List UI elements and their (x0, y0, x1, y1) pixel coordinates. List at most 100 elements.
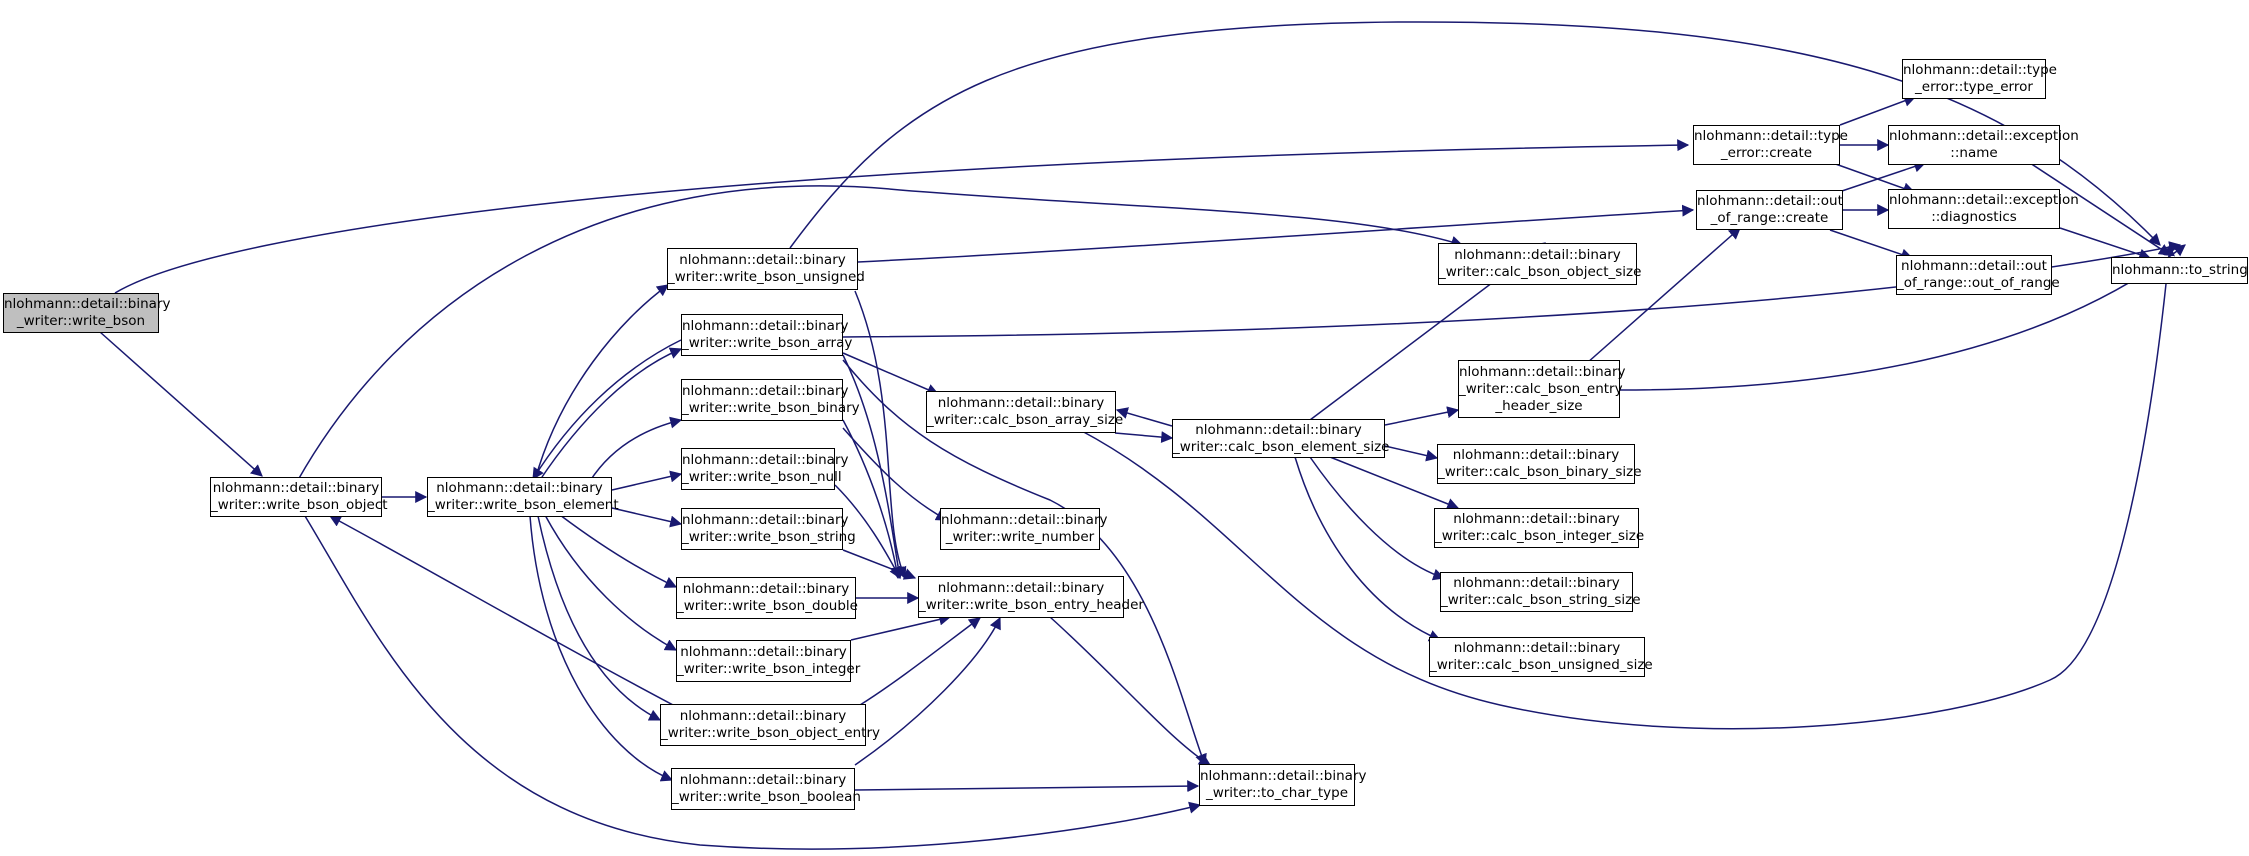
node-label: nlohmann::detail::type (1694, 128, 1848, 144)
edge-exception-diagnostics-to-to-string (2059, 227, 2152, 261)
node-label: _of_range::out_of_range (1897, 275, 2060, 291)
edge-write-bson-boolean-to-write-bson-entry-header (854, 616, 1001, 766)
edge-calc-bson-element-size-to-calc-bson-unsigned-size (1294, 456, 1442, 642)
node-calc-bson-entry-header-size[interactable]: nlohmann::detail::binary _writer::calc_b… (1458, 360, 1626, 418)
node-label: _writer::write_bson_double (677, 598, 858, 614)
node-label: _error::type_error (1915, 79, 2033, 95)
edge-write-bson-array-to-write-bson-element (532, 339, 682, 481)
node-write-bson-binary[interactable]: nlohmann::detail::binary _writer::write_… (681, 379, 860, 421)
edge-calc-bson-element-size-to-calc-bson-array-size (1115, 407, 1173, 427)
node-label: _writer::write_bson (16, 313, 146, 329)
edge-write-bson-element-to-write-bson-binary (589, 416, 683, 482)
node-write-bson-object[interactable]: nlohmann::detail::binary _writer::write_… (210, 477, 388, 517)
edge-write-bson-object-to-calc-bson-object-size (297, 185, 1464, 481)
node-label: nlohmann::to_string (2112, 262, 2248, 278)
node-calc-bson-object-size[interactable]: nlohmann::detail::binary _writer::calc_b… (1438, 243, 1642, 285)
node-to-char-type[interactable]: nlohmann::detail::binary _writer::to_cha… (1199, 764, 1366, 806)
edge-calc-bson-entry-header-size-to-out-of-range-create (1569, 227, 1741, 379)
node-write-bson-boolean[interactable]: nlohmann::detail::binary _writer::write_… (671, 768, 861, 810)
node-calc-bson-string-size[interactable]: nlohmann::detail::binary _writer::calc_b… (1440, 572, 1641, 612)
edge-write-bson-element-to-write-bson-unsigned (534, 284, 669, 481)
edge-write-bson-object-entry-to-write-bson-entry-header (859, 617, 981, 706)
node-label: _writer::write_bson_object (211, 497, 388, 513)
node-write-bson: nlohmann::detail::binary _writer::write_… (3, 293, 171, 333)
edge-write-bson-binary-to-write-number (842, 427, 949, 521)
node-write-bson-double[interactable]: nlohmann::detail::binary _writer::write_… (676, 577, 858, 619)
node-write-bson-array[interactable]: nlohmann::detail::binary _writer::write_… (681, 314, 853, 356)
node-label: _writer::write_bson_entry_header (919, 597, 1144, 613)
node-label: nlohmann::detail::binary (682, 318, 849, 334)
node-label: nlohmann::detail::binary (679, 772, 847, 788)
edge-calc-bson-array-size-to-to-string (1079, 243, 2175, 730)
node-label: nlohmann::detail::binary (941, 512, 1108, 528)
node-type-error-create[interactable]: nlohmann::detail::type _error::create (1693, 125, 1848, 165)
edge-write-bson-array-to-to-char-type (842, 359, 1207, 767)
node-write-bson-unsigned[interactable]: nlohmann::detail::binary _writer::write_… (667, 248, 865, 290)
edge-type-error-create-to-type-error-type-error (1839, 95, 1917, 126)
node-label: nlohmann::detail::binary (682, 383, 849, 399)
node-label: _of_range::create (1710, 210, 1829, 226)
node-write-bson-entry-header[interactable]: nlohmann::detail::binary _writer::write_… (918, 576, 1144, 618)
node-label: _writer::calc_bson_string_size (1441, 592, 1641, 608)
node-label: nlohmann::detail::binary (1459, 363, 1626, 380)
node-write-bson-null[interactable]: nlohmann::detail::binary _writer::write_… (681, 448, 848, 490)
node-to-string[interactable]: nlohmann::to_string (2111, 257, 2248, 284)
node-write-bson-string[interactable]: nlohmann::detail::binary _writer::write_… (681, 508, 856, 550)
edge-write-bson-to-type-error-create (114, 139, 1690, 294)
node-calc-bson-element-size[interactable]: nlohmann::detail::binary _writer::calc_b… (1172, 419, 1389, 458)
node-label: nlohmann::detail::binary (1453, 640, 1621, 656)
node-label: _writer::calc_bson_object_size (1439, 264, 1642, 280)
edge-write-bson-element-to-write-bson-object-entry (537, 515, 662, 721)
node-label: ::name (1950, 145, 1998, 161)
node-label: _writer::calc_bson_binary_size (1438, 464, 1642, 480)
node-write-bson-element[interactable]: nlohmann::detail::binary _writer::write_… (427, 477, 619, 517)
node-label: _writer::write_bson_object_entry (661, 725, 881, 741)
node-label: nlohmann::detail::binary (679, 708, 847, 724)
node-label: _writer::to_char_type (1205, 785, 1349, 801)
node-calc-bson-unsigned-size[interactable]: nlohmann::detail::binary _writer::calc_b… (1429, 637, 1653, 677)
edge-calc-bson-entry-header-size-to-to-string (1619, 244, 2186, 391)
node-label: _header_size (1495, 397, 1583, 414)
node-label: nlohmann::detail::binary (1454, 247, 1621, 263)
edge-calc-bson-array-size-to-calc-bson-element-size (1114, 431, 1174, 444)
node-label: nlohmann::detail::binary (937, 395, 1105, 411)
node-label: nlohmann::detail::type (1903, 62, 2057, 78)
edge-calc-bson-element-size-to-calc-bson-entry-header-size (1384, 406, 1460, 426)
edge-write-bson-element-to-write-bson-array (539, 347, 683, 481)
edge-type-error-create-to-exception-diagnostics (1829, 161, 1916, 195)
node-out-of-range-out-of-range[interactable]: nlohmann::detail::out _of_range::out_of_… (1896, 255, 2060, 295)
node-label: nlohmann::detail::binary (1195, 421, 1362, 438)
node-write-number[interactable]: nlohmann::detail::binary _writer::write_… (940, 508, 1108, 550)
node-exception-name[interactable]: nlohmann::detail::exception ::name (1888, 125, 2079, 165)
edge-write-bson-binary-to-write-bson-entry-header (842, 419, 903, 580)
edge-write-bson-boolean-to-to-char-type (854, 780, 1200, 793)
edge-write-bson-object-to-to-char-type (304, 515, 1202, 850)
edge-out-of-range-create-to-exception-name (1829, 160, 1927, 196)
node-calc-bson-integer-size[interactable]: nlohmann::detail::binary _writer::calc_b… (1434, 508, 1644, 548)
node-type-error-type-error[interactable]: nlohmann::detail::type _error::type_erro… (1902, 59, 2057, 99)
node-label: _writer::write_bson_array (682, 335, 853, 351)
edge-write-bson-string-to-write-bson-entry-header (842, 549, 917, 580)
node-label: _writer::write_number (945, 529, 1095, 545)
node-exception-diagnostics[interactable]: nlohmann::detail::exception ::diagnostic… (1888, 189, 2079, 229)
node-calc-bson-array-size[interactable]: nlohmann::detail::binary _writer::calc_b… (926, 391, 1123, 433)
edge-out-of-range-create-to-out-of-range-out-of-range (1829, 229, 1914, 261)
node-label: _writer::calc_bson_entry (1459, 380, 1623, 397)
edge-write-bson-unsigned-to-to-string (789, 21, 2161, 249)
node-label: _writer::write_bson_boolean (672, 789, 861, 805)
node-label: nlohmann::detail::binary (679, 252, 846, 268)
node-label: nlohmann::detail::binary (4, 296, 171, 312)
node-label: _writer::write_bson_string (682, 529, 856, 545)
node-label: _writer::write_bson_null (682, 469, 842, 485)
edge-write-bson-to-write-bson-object (99, 331, 263, 477)
node-write-bson-object-entry[interactable]: nlohmann::detail::binary _writer::write_… (660, 704, 881, 746)
edge-write-bson-unsigned-to-out-of-range-create (857, 204, 1695, 263)
edge-write-bson-array-to-calc-bson-array-size (842, 352, 940, 396)
node-label: _error::create (1720, 145, 1813, 161)
node-label: nlohmann::detail::out (1901, 258, 2047, 274)
node-calc-bson-binary-size[interactable]: nlohmann::detail::binary _writer::calc_b… (1437, 444, 1642, 484)
node-out-of-range-create[interactable]: nlohmann::detail::out _of_range::create (1696, 190, 1843, 230)
node-write-bson-integer[interactable]: nlohmann::detail::binary _writer::write_… (676, 640, 860, 682)
